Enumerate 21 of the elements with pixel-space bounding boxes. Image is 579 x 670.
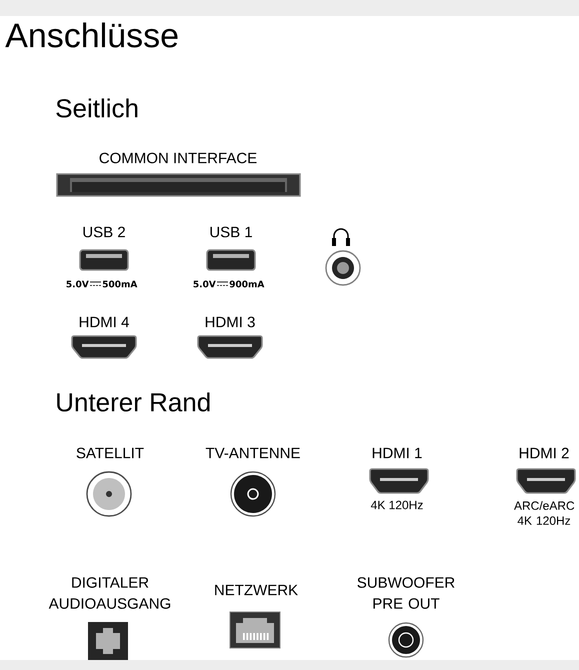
port-label: USB 2 (83, 226, 125, 238)
title: Anschlüsse (5, 22, 178, 48)
section-heading: Unterer Rand (57, 392, 210, 412)
port-label: HDMI 1 (372, 448, 422, 458)
port-label: USB 1 (210, 226, 252, 238)
section-heading: Seitlich (56, 98, 138, 118)
port-note: 4K 120Hz (370, 500, 423, 510)
port-label: HDMI 4 (80, 316, 129, 328)
port-label: NETZWERK (215, 584, 298, 596)
port-label: SATELLIT (76, 448, 144, 458)
port-label: DIGITALER AUDIOAUSGANG (48, 577, 170, 609)
power-rating: 500mA (102, 280, 138, 288)
port-label: HDMI 2 (520, 448, 569, 458)
power-rating: 5.0V (194, 280, 216, 288)
port-label: COMMON INTERFACE (100, 152, 257, 164)
power-rating: 5.0V (66, 280, 89, 288)
port-label: SUBWOOFER PRE OUT (358, 577, 454, 609)
port-label: TV-ANTENNE (206, 448, 300, 458)
power-rating: 900mA (230, 280, 264, 288)
port-note: ARC/eARC 4K 120Hz (514, 501, 574, 525)
port-label: HDMI 3 (206, 316, 255, 328)
